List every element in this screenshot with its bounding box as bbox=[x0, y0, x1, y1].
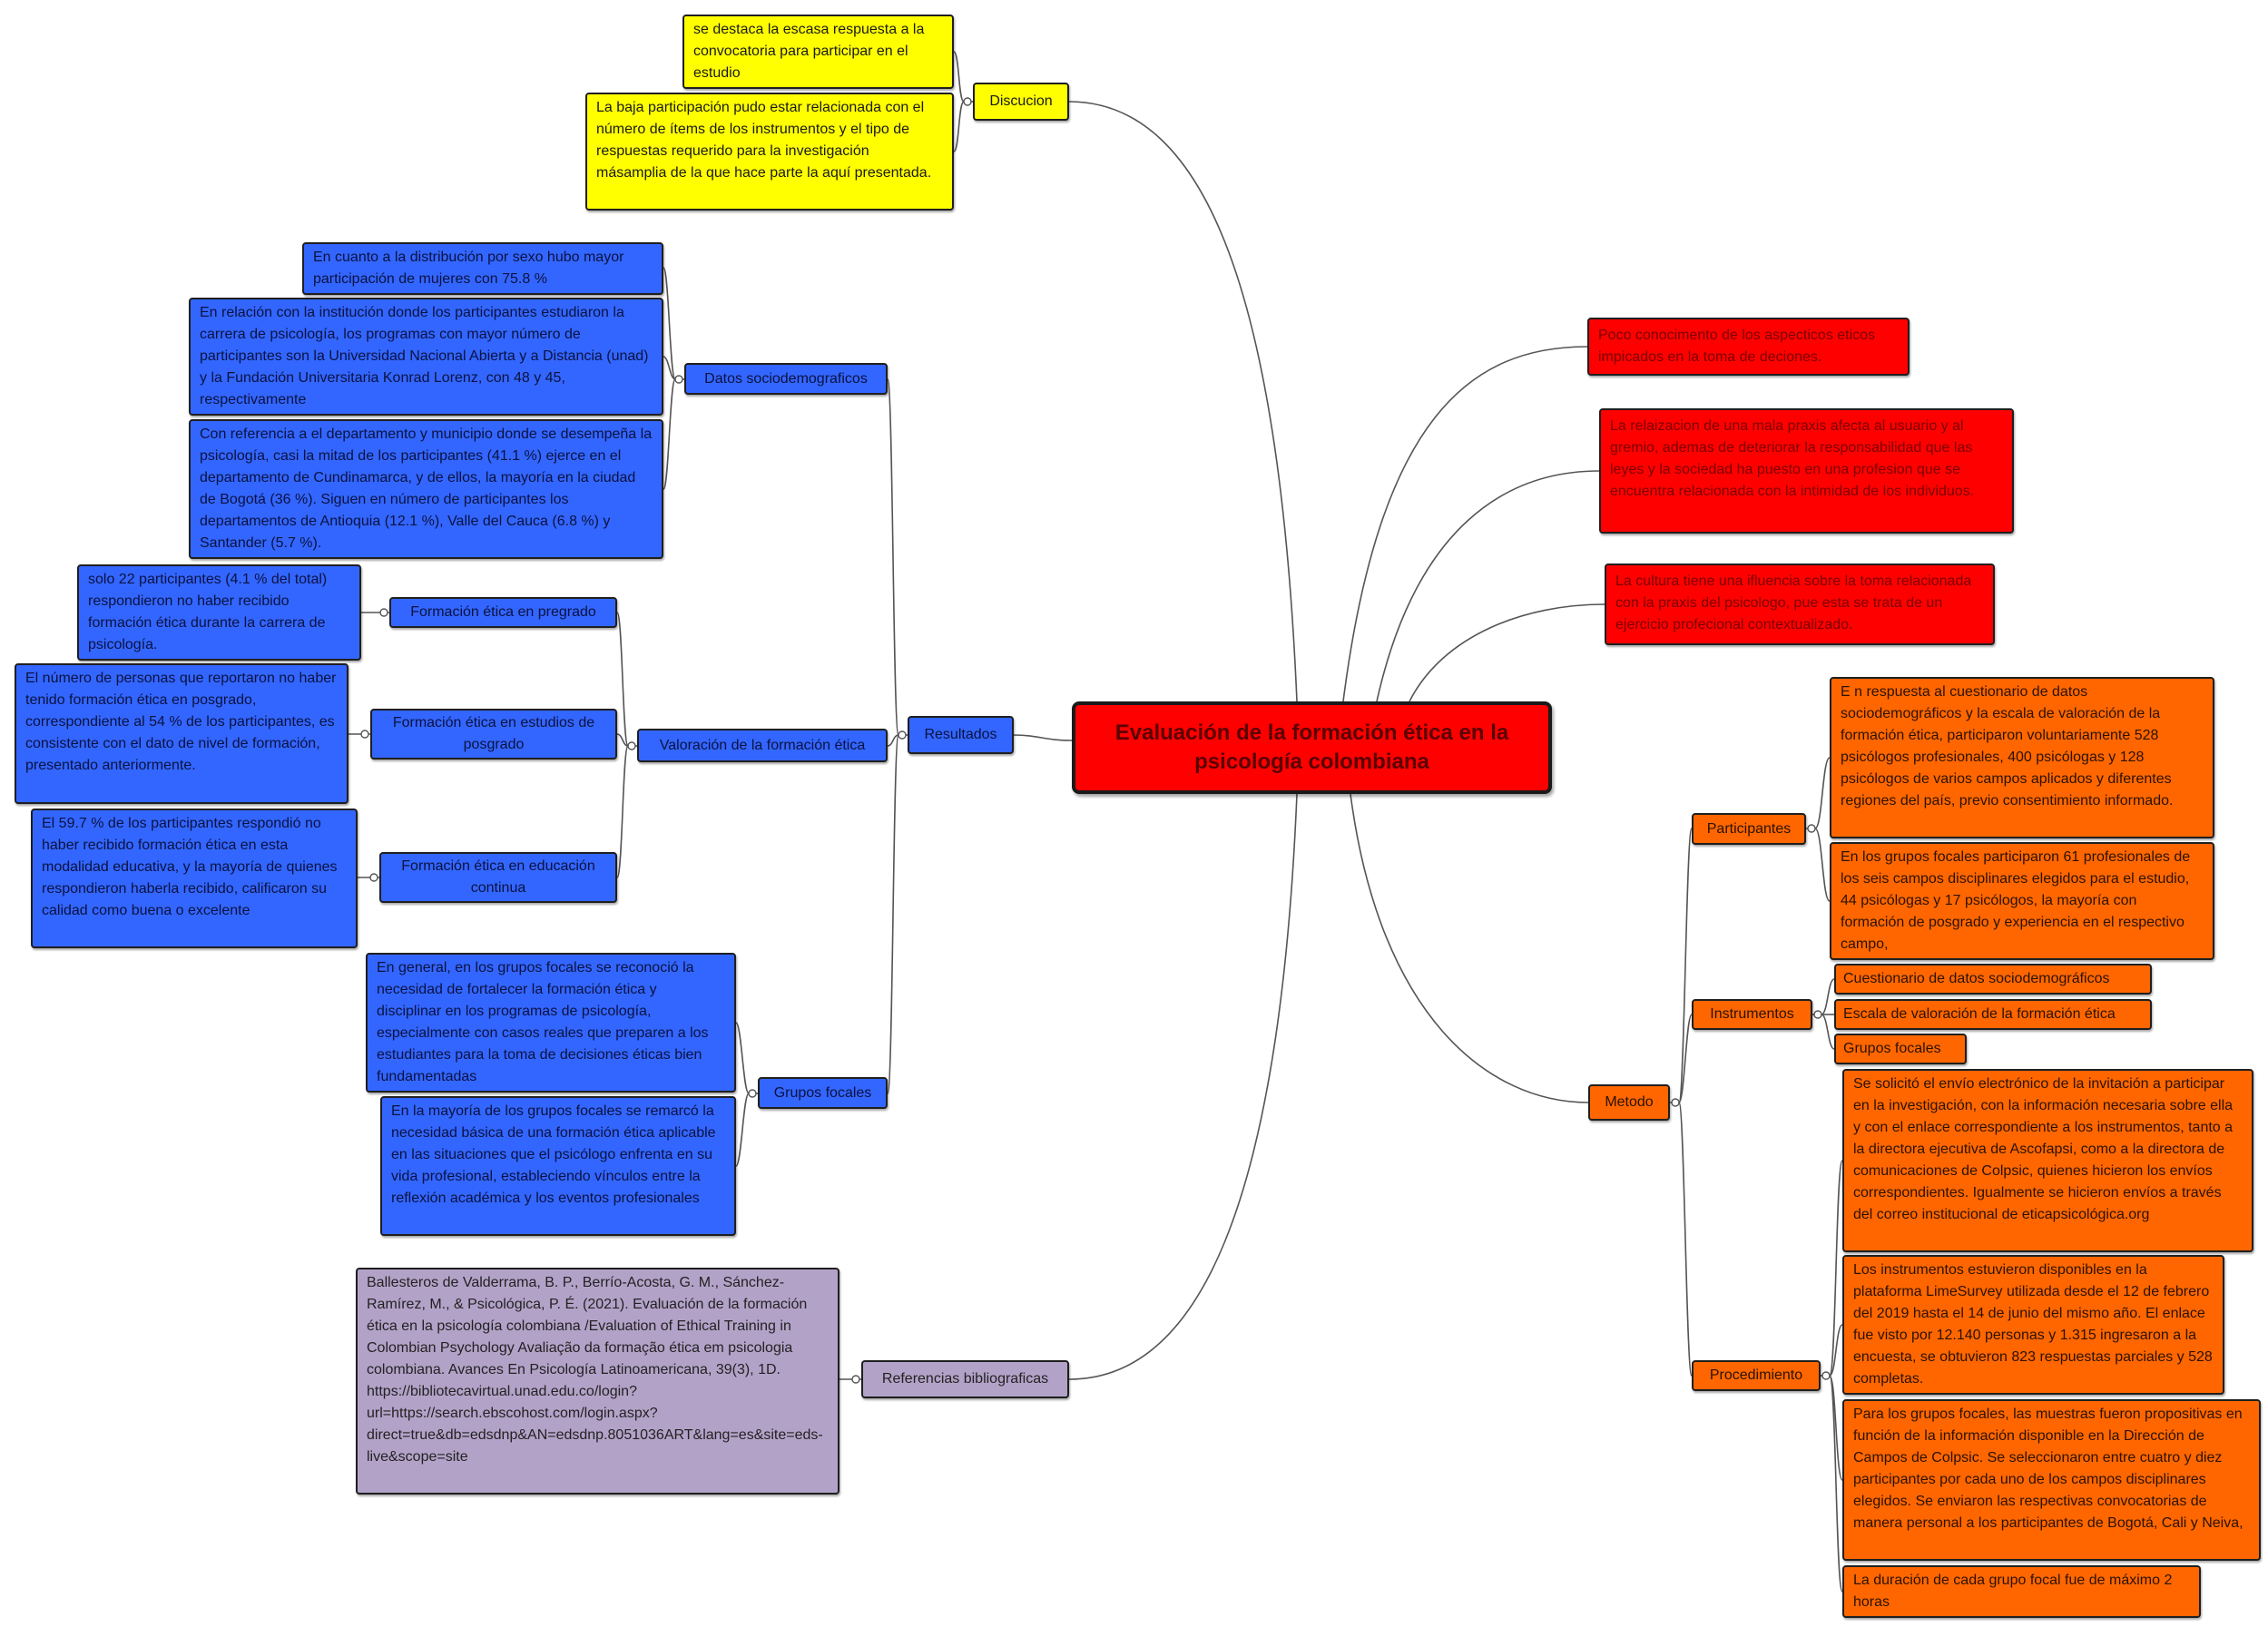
branch-junction bbox=[898, 730, 907, 740]
connector-line bbox=[616, 612, 629, 747]
procedimiento-note: La duración de cada grupo focal fue de m… bbox=[1842, 1565, 2201, 1618]
instrumento-item: Escala de valoración de la formación éti… bbox=[1834, 999, 2152, 1030]
participantes-note: En los grupos focales participaron 61 pr… bbox=[1830, 842, 2214, 960]
subtopic-educacion-continua: Formación ética en educación continua bbox=[379, 852, 617, 903]
instrumento-item: Grupos focales bbox=[1834, 1034, 1967, 1064]
connector-line bbox=[887, 734, 899, 747]
connector-line bbox=[1376, 470, 1600, 702]
connector-line bbox=[663, 378, 676, 490]
connector-line bbox=[735, 1022, 750, 1094]
procedimiento-note: Los instrumentos estuvieron disponibles … bbox=[1842, 1255, 2224, 1395]
connector-line bbox=[1821, 978, 1835, 1015]
discucion-note: La baja participación pudo estar relacio… bbox=[585, 93, 954, 211]
posgrado-note: El número de personas que reportaron no … bbox=[15, 663, 349, 804]
branch-junction bbox=[369, 873, 378, 882]
connector-line bbox=[1829, 1324, 1843, 1377]
branch-junction bbox=[379, 608, 388, 617]
connector-line bbox=[735, 1093, 750, 1167]
topic-grupos-focales: Grupos focales bbox=[758, 1077, 888, 1109]
topic-referencias: Referencias bibliograficas bbox=[861, 1360, 1069, 1398]
datos-sociodemograficos-note: En relación con la institución donde los… bbox=[189, 298, 663, 416]
branch-junction bbox=[1813, 1010, 1822, 1019]
topic-metodo: Metodo bbox=[1588, 1084, 1670, 1121]
connector-line bbox=[1829, 1160, 1843, 1377]
datos-sociodemograficos-note: Con referencia a el departamento y munic… bbox=[189, 419, 663, 559]
central-topic: Evaluación de la formación ética en la p… bbox=[1072, 701, 1552, 794]
connector-line bbox=[1678, 828, 1693, 1103]
topic-resultados: Resultados bbox=[908, 716, 1014, 754]
topic-datos-sociodemograficos: Datos sociodemograficos bbox=[684, 363, 888, 395]
connector-line bbox=[1814, 757, 1831, 829]
procedimiento-note: Se solicitó el envío electrónico de la i… bbox=[1842, 1069, 2253, 1252]
connector-line bbox=[1013, 734, 1073, 741]
connector-line bbox=[953, 101, 965, 152]
branch-junction bbox=[674, 375, 683, 384]
topic-valoracion-formacion-etica: Valoración de la formación ética bbox=[637, 729, 888, 762]
topic-procedimiento: Procedimiento bbox=[1692, 1360, 1821, 1391]
connector-line bbox=[663, 356, 676, 380]
branch-junction bbox=[360, 730, 369, 739]
reference-entry: Ballesteros de Valderrama, B. P., Berrío… bbox=[356, 1268, 839, 1495]
branch-junction bbox=[627, 741, 636, 750]
branch-junction bbox=[748, 1089, 757, 1098]
instrumento-item: Cuestionario de datos sociodemográficos bbox=[1834, 964, 2152, 995]
educacion-continua-note: El 59.7 % de los participantes respondió… bbox=[31, 809, 358, 948]
topic-instrumentos: Instrumentos bbox=[1692, 999, 1812, 1030]
pregrado-note: solo 22 participantes (4.1 % del total) … bbox=[77, 564, 361, 661]
red-note: Poco conocimento de los aspecticos etico… bbox=[1587, 318, 1910, 376]
connector-line bbox=[1068, 101, 1298, 702]
procedimiento-note: Para los grupos focales, las muestras fu… bbox=[1842, 1399, 2261, 1561]
discucion-note: se destaca la escasa respuesta a la conv… bbox=[682, 15, 954, 89]
subtopic-pregrado: Formación ética en pregrado bbox=[389, 597, 617, 628]
connector-line bbox=[663, 267, 676, 380]
connector-line bbox=[1350, 793, 1589, 1103]
topic-participantes: Participantes bbox=[1692, 813, 1806, 845]
connector-line bbox=[1409, 603, 1605, 702]
connector-line bbox=[887, 378, 899, 736]
branch-junction bbox=[1821, 1371, 1831, 1380]
subtopic-posgrado: Formación ética en estudios de posgrado bbox=[370, 709, 617, 760]
connector-line bbox=[1068, 793, 1298, 1380]
red-note: La cultura tiene una ifluencia sobre la … bbox=[1605, 564, 1995, 645]
red-note: La relaizacion de una mala praxis afecta… bbox=[1599, 408, 2014, 534]
grupos-focales-note: En general, en los grupos focales se rec… bbox=[366, 953, 736, 1093]
branch-junction bbox=[851, 1375, 860, 1384]
connector-line bbox=[1678, 1102, 1693, 1377]
branch-junction bbox=[1807, 824, 1816, 833]
connector-line bbox=[1678, 1014, 1693, 1103]
topic-discucion: Discucion bbox=[973, 83, 1069, 121]
connector-line bbox=[1814, 828, 1831, 902]
branch-junction bbox=[1671, 1098, 1680, 1107]
branch-junction bbox=[963, 97, 972, 106]
connector-line bbox=[1821, 1014, 1835, 1050]
connector-line bbox=[1829, 1375, 1843, 1593]
connector-line bbox=[616, 745, 629, 878]
connector-line bbox=[887, 734, 899, 1094]
grupos-focales-note: En la mayoría de los grupos focales se r… bbox=[380, 1096, 736, 1236]
connector-line bbox=[616, 733, 629, 747]
datos-sociodemograficos-note: En cuanto a la distribución por sexo hub… bbox=[302, 242, 663, 295]
connector-line bbox=[1342, 346, 1588, 702]
participantes-note: E n respuesta al cuestionario de datos s… bbox=[1830, 677, 2214, 838]
connector-line bbox=[953, 51, 965, 103]
